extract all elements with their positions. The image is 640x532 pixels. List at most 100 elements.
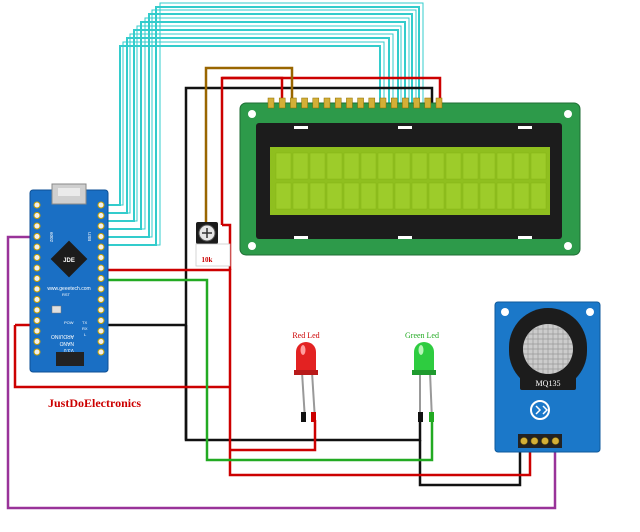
arduino-pin bbox=[97, 275, 105, 282]
lcd-pin bbox=[357, 97, 364, 109]
usb-label: USB bbox=[87, 232, 92, 241]
chip-label: JDE bbox=[63, 258, 75, 264]
lcd-cell bbox=[411, 152, 428, 180]
rst-label: RST bbox=[62, 292, 71, 297]
brown-contrast-wire bbox=[204, 66, 294, 228]
lcd-cell bbox=[513, 152, 530, 180]
lcd-cell bbox=[445, 152, 462, 180]
lcd-pin bbox=[346, 97, 353, 109]
lcd-cell bbox=[360, 152, 377, 180]
lcd-cell bbox=[394, 182, 411, 210]
tx-label: TX bbox=[82, 320, 87, 325]
lcd-cell bbox=[326, 152, 343, 180]
lcd-pin bbox=[424, 97, 432, 109]
lcd-pin bbox=[334, 97, 342, 109]
lcd-pin bbox=[435, 97, 443, 109]
arduino-pin bbox=[33, 222, 41, 230]
lcd-pin bbox=[312, 97, 320, 109]
arduino-pin bbox=[97, 296, 105, 303]
lcd-cell bbox=[292, 152, 309, 180]
lcd-cell bbox=[275, 182, 292, 210]
lcd-pin bbox=[368, 97, 376, 109]
lcd-cell bbox=[428, 182, 445, 210]
sensor-pin-header bbox=[518, 434, 562, 448]
l-label: L bbox=[84, 332, 87, 337]
arduino-pin bbox=[97, 212, 105, 219]
board-name-line1: ARDUINO bbox=[51, 333, 74, 339]
lcd-cell bbox=[377, 152, 394, 180]
lcd-cell bbox=[275, 152, 292, 180]
arduino-pin bbox=[97, 264, 105, 272]
arduino-pin bbox=[97, 306, 105, 314]
arduino-pin bbox=[33, 348, 41, 356]
green-led: Green Led bbox=[405, 331, 439, 422]
lcd-cell bbox=[343, 182, 360, 210]
lcd-cell bbox=[292, 182, 309, 210]
arduino-pin bbox=[33, 275, 41, 282]
red-led: Red Led bbox=[292, 331, 320, 422]
left-pin-header bbox=[33, 201, 41, 356]
lcd-pin bbox=[301, 97, 308, 109]
c-label: 6002 bbox=[49, 232, 54, 243]
lcd-cell bbox=[496, 152, 513, 180]
arduino-pin bbox=[97, 243, 105, 251]
lcd-display bbox=[239, 97, 581, 256]
arduino-pin bbox=[33, 327, 41, 335]
reset-button bbox=[51, 305, 62, 314]
sensor-pin bbox=[551, 437, 560, 445]
lcd-cell bbox=[343, 152, 360, 180]
arduino-pin bbox=[33, 296, 41, 303]
arduino-pin bbox=[97, 285, 105, 293]
lcd-cell bbox=[309, 182, 326, 210]
lcd-cell bbox=[309, 152, 326, 180]
brand-text: www.geeetech.com bbox=[47, 286, 90, 292]
arduino-pin bbox=[97, 233, 105, 240]
arduino-pin bbox=[33, 306, 41, 314]
lcd-cell bbox=[462, 152, 479, 180]
board-name-line2: NANO bbox=[59, 340, 74, 346]
arduino-pin bbox=[33, 233, 41, 240]
lcd-cell bbox=[479, 152, 496, 180]
arduino-pin bbox=[97, 222, 105, 230]
arduino-pin bbox=[33, 264, 41, 272]
lcd-cell bbox=[530, 152, 547, 180]
mq135-sensor: MQ135 bbox=[494, 301, 601, 453]
arduino-nano-board: JDE www.geeetech.com USB 6002 RST POW TX… bbox=[29, 183, 109, 373]
green-led-label: Green Led bbox=[405, 331, 439, 340]
lcd-pin bbox=[390, 97, 398, 109]
purple-sensor-wire bbox=[6, 235, 557, 510]
right-pin-header bbox=[97, 201, 105, 356]
sensor-pin bbox=[530, 437, 539, 445]
sensor-pin bbox=[541, 437, 549, 445]
lcd-cell bbox=[326, 182, 343, 210]
lcd-pin bbox=[413, 97, 420, 109]
green-led-wire bbox=[103, 278, 434, 462]
arduino-pin bbox=[97, 254, 105, 261]
lcd-cell bbox=[411, 182, 428, 210]
lcd-cell bbox=[513, 182, 530, 210]
arduino-pin bbox=[97, 317, 105, 324]
sensor-label: MQ135 bbox=[536, 379, 561, 388]
lcd-cell bbox=[462, 182, 479, 210]
lcd-cell bbox=[360, 182, 377, 210]
arduino-pin bbox=[33, 285, 41, 293]
lcd-pin bbox=[402, 97, 409, 109]
lcd-data-wires bbox=[103, 2, 424, 246]
lcd-pin bbox=[379, 97, 387, 109]
black-ground-wires bbox=[103, 86, 522, 487]
red-led-label: Red Led bbox=[292, 331, 319, 340]
lcd-cell bbox=[377, 182, 394, 210]
sensor-logo-icon bbox=[530, 400, 550, 420]
pow-label: POW bbox=[64, 320, 74, 325]
lcd-pin-header bbox=[267, 97, 443, 109]
lcd-cell bbox=[445, 182, 462, 210]
lcd-character-grid bbox=[275, 152, 547, 210]
lcd-cell bbox=[428, 152, 445, 180]
lcd-cell bbox=[496, 182, 513, 210]
arduino-pin bbox=[33, 254, 41, 261]
arduino-pin bbox=[33, 201, 41, 209]
pot-label: 10k bbox=[202, 256, 213, 264]
sensor-pin bbox=[520, 437, 528, 445]
arduino-pin bbox=[33, 212, 41, 219]
